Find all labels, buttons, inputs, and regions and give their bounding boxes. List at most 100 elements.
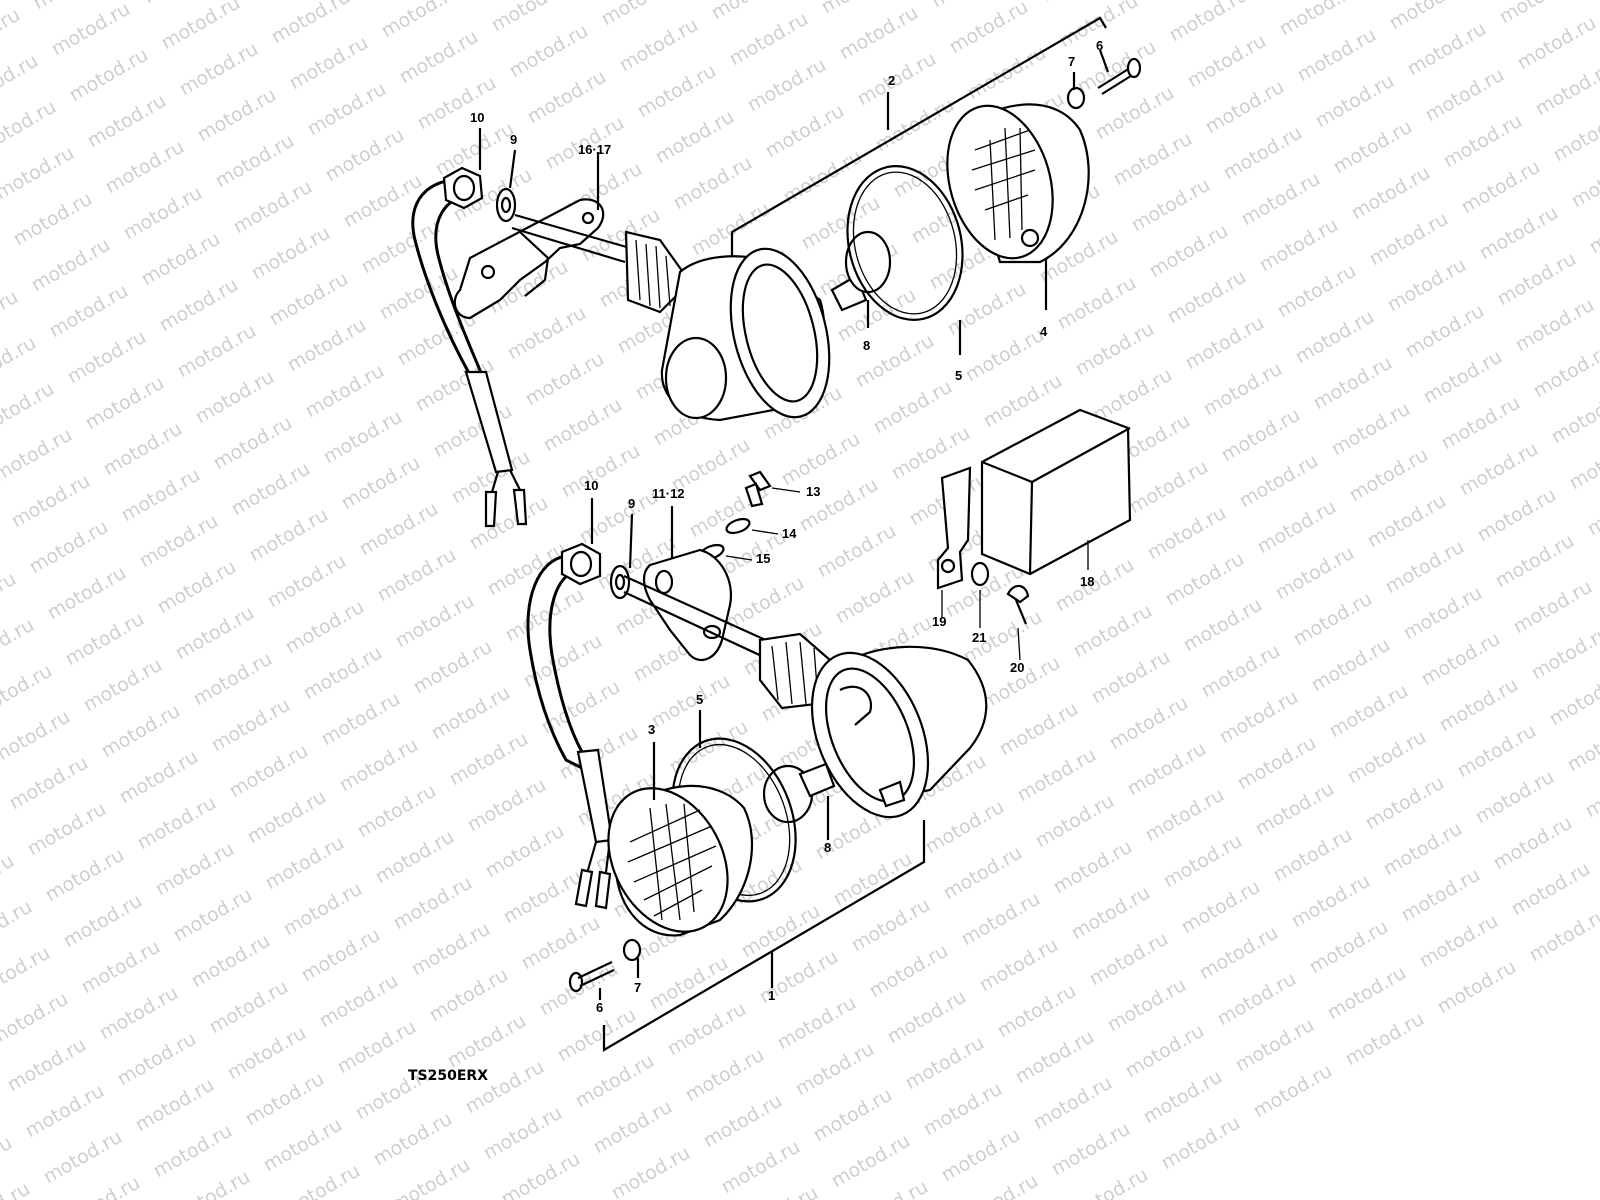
watermark-text: motod.ru [1476, 202, 1562, 265]
watermark-text: motod.ru [1142, 784, 1228, 847]
watermark-text: motod.ru [1532, 58, 1600, 121]
watermark-text: motod.ru [1402, 300, 1488, 363]
watermark-text: motod.ru [1512, 294, 1598, 357]
watermark-text: motod.ru [114, 1028, 200, 1091]
watermark-text: motod.ru [1344, 726, 1430, 789]
watermark-text: motod.ru [502, 584, 588, 647]
callout-20: 20 [1010, 660, 1024, 675]
watermark-text: motod.ru [634, 60, 720, 123]
watermark-text: motod.ru [304, 78, 390, 141]
watermark-text: motod.ru [522, 348, 608, 411]
watermark-text: motod.ru [118, 464, 204, 527]
watermark-text: motod.ru [44, 562, 130, 625]
watermark-text: motod.ru [1126, 456, 1212, 519]
watermark-text: motod.ru [268, 0, 354, 48]
rear-screw-washer [622, 938, 642, 962]
watermark-text: motod.ru [208, 694, 294, 757]
rear-nut [560, 542, 602, 586]
watermark-text: motod.ru [282, 596, 368, 659]
callout-9-top: 9 [510, 132, 517, 147]
watermark-text: motod.ru [1196, 922, 1282, 985]
watermark-text: motod.ru [1510, 576, 1596, 639]
watermark-text: motod.ru [378, 0, 464, 42]
watermark-text: motod.ru [318, 688, 404, 751]
watermark-text: motod.ru [1490, 812, 1576, 875]
watermark-text: motod.ru [1164, 266, 1250, 329]
watermark-text: motod.ru [1274, 260, 1360, 323]
watermark-text: motod.ru [116, 746, 202, 809]
watermark-text: motod.ru [1074, 36, 1160, 99]
front-lens [946, 103, 1090, 264]
watermark-text: motod.ru [1384, 254, 1470, 317]
relay-bracket [936, 466, 972, 590]
watermark-text: motod.ru [302, 360, 388, 423]
watermark-text: motod.ru [410, 636, 496, 699]
watermark-text: motod.ru [24, 798, 110, 861]
watermark-text: motod.ru [1214, 968, 1300, 1031]
callout-10-bot: 10 [584, 478, 598, 493]
watermark-text: motod.ru [830, 848, 916, 911]
watermark-text: motod.ru [266, 268, 352, 331]
watermark-text: motod.ru [298, 924, 384, 987]
watermark-text: motod.ru [358, 216, 444, 279]
watermark-text: motod.ru [616, 14, 702, 77]
watermark-text: motod.ru [446, 728, 532, 791]
watermark-text: motod.ru [1270, 824, 1356, 887]
front-nut [442, 166, 484, 210]
relay-washer [970, 561, 990, 587]
watermark-text: motod.ru [870, 376, 956, 439]
callout-19: 19 [932, 614, 946, 629]
callout-2: 2 [888, 73, 895, 88]
front-turn-signal [411, 16, 1142, 528]
watermark-text: motod.ru [168, 1166, 254, 1200]
watermark-text: motod.ru [48, 0, 134, 60]
watermark-text: motod.ru [1328, 398, 1414, 461]
watermark-text: motod.ru [80, 654, 166, 717]
watermark-text: motod.ru [828, 1130, 914, 1193]
watermark-text: motod.ru [426, 964, 512, 1027]
watermark-text: motod.ru [46, 280, 132, 343]
watermark-text: motod.ru [1128, 174, 1214, 237]
watermark-text: motod.ru [1528, 622, 1600, 685]
watermark-text: motod.ru [1086, 928, 1172, 991]
watermark-text: motod.ru [1068, 882, 1154, 945]
flasher-relay [980, 408, 1132, 576]
callout-16-17: 16·17 [578, 142, 611, 157]
watermark-text: motod.ru [1514, 12, 1600, 75]
watermark-text: motod.ru [156, 274, 242, 337]
watermark-text: motod.ru [1158, 1112, 1244, 1175]
watermark-text: motod.ru [902, 1032, 988, 1095]
watermark-text: motod.ru [832, 566, 918, 629]
watermark-text: motod.ru [154, 556, 240, 619]
watermark-text: motod.ru [1032, 790, 1118, 853]
watermark-text: motod.ru [0, 660, 56, 723]
watermark-text: motod.ru [408, 918, 494, 981]
assembly-1-bracket-line [602, 820, 926, 1052]
front-housing-tip [664, 336, 728, 420]
watermark-text: motod.ru [388, 1154, 474, 1200]
watermark-text: motod.ru [962, 324, 1048, 387]
watermark-text: motod.ru [444, 1010, 530, 1073]
watermark-text: motod.ru [1124, 738, 1210, 801]
watermark-text: motod.ru [262, 832, 348, 895]
watermark-text: motod.ru [1416, 910, 1502, 973]
watermark-text: motod.ru [1550, 104, 1600, 167]
watermark-text: motod.ru [1434, 956, 1520, 1019]
watermark-text: motod.ru [1048, 1118, 1134, 1181]
watermark-text: motod.ru [1474, 484, 1560, 547]
watermark-text: motod.ru [940, 842, 1026, 905]
watermark-text: motod.ru [1440, 110, 1526, 173]
watermark-text: motod.ru [1398, 864, 1484, 927]
rear-bulb [762, 762, 836, 824]
watermark-text: motod.ru [370, 1108, 456, 1171]
watermark-text: motod.ru [230, 176, 316, 239]
watermark-text: motod.ru [246, 504, 332, 567]
rear-wire-inner [548, 568, 584, 753]
watermark-text: motod.ru [518, 912, 604, 975]
callout-21: 21 [972, 630, 986, 645]
watermark-text: motod.ru [1030, 1072, 1116, 1135]
watermark-text: motod.ru [500, 866, 586, 929]
callout-13: 13 [806, 484, 820, 499]
watermark-text: motod.ru [372, 826, 458, 889]
